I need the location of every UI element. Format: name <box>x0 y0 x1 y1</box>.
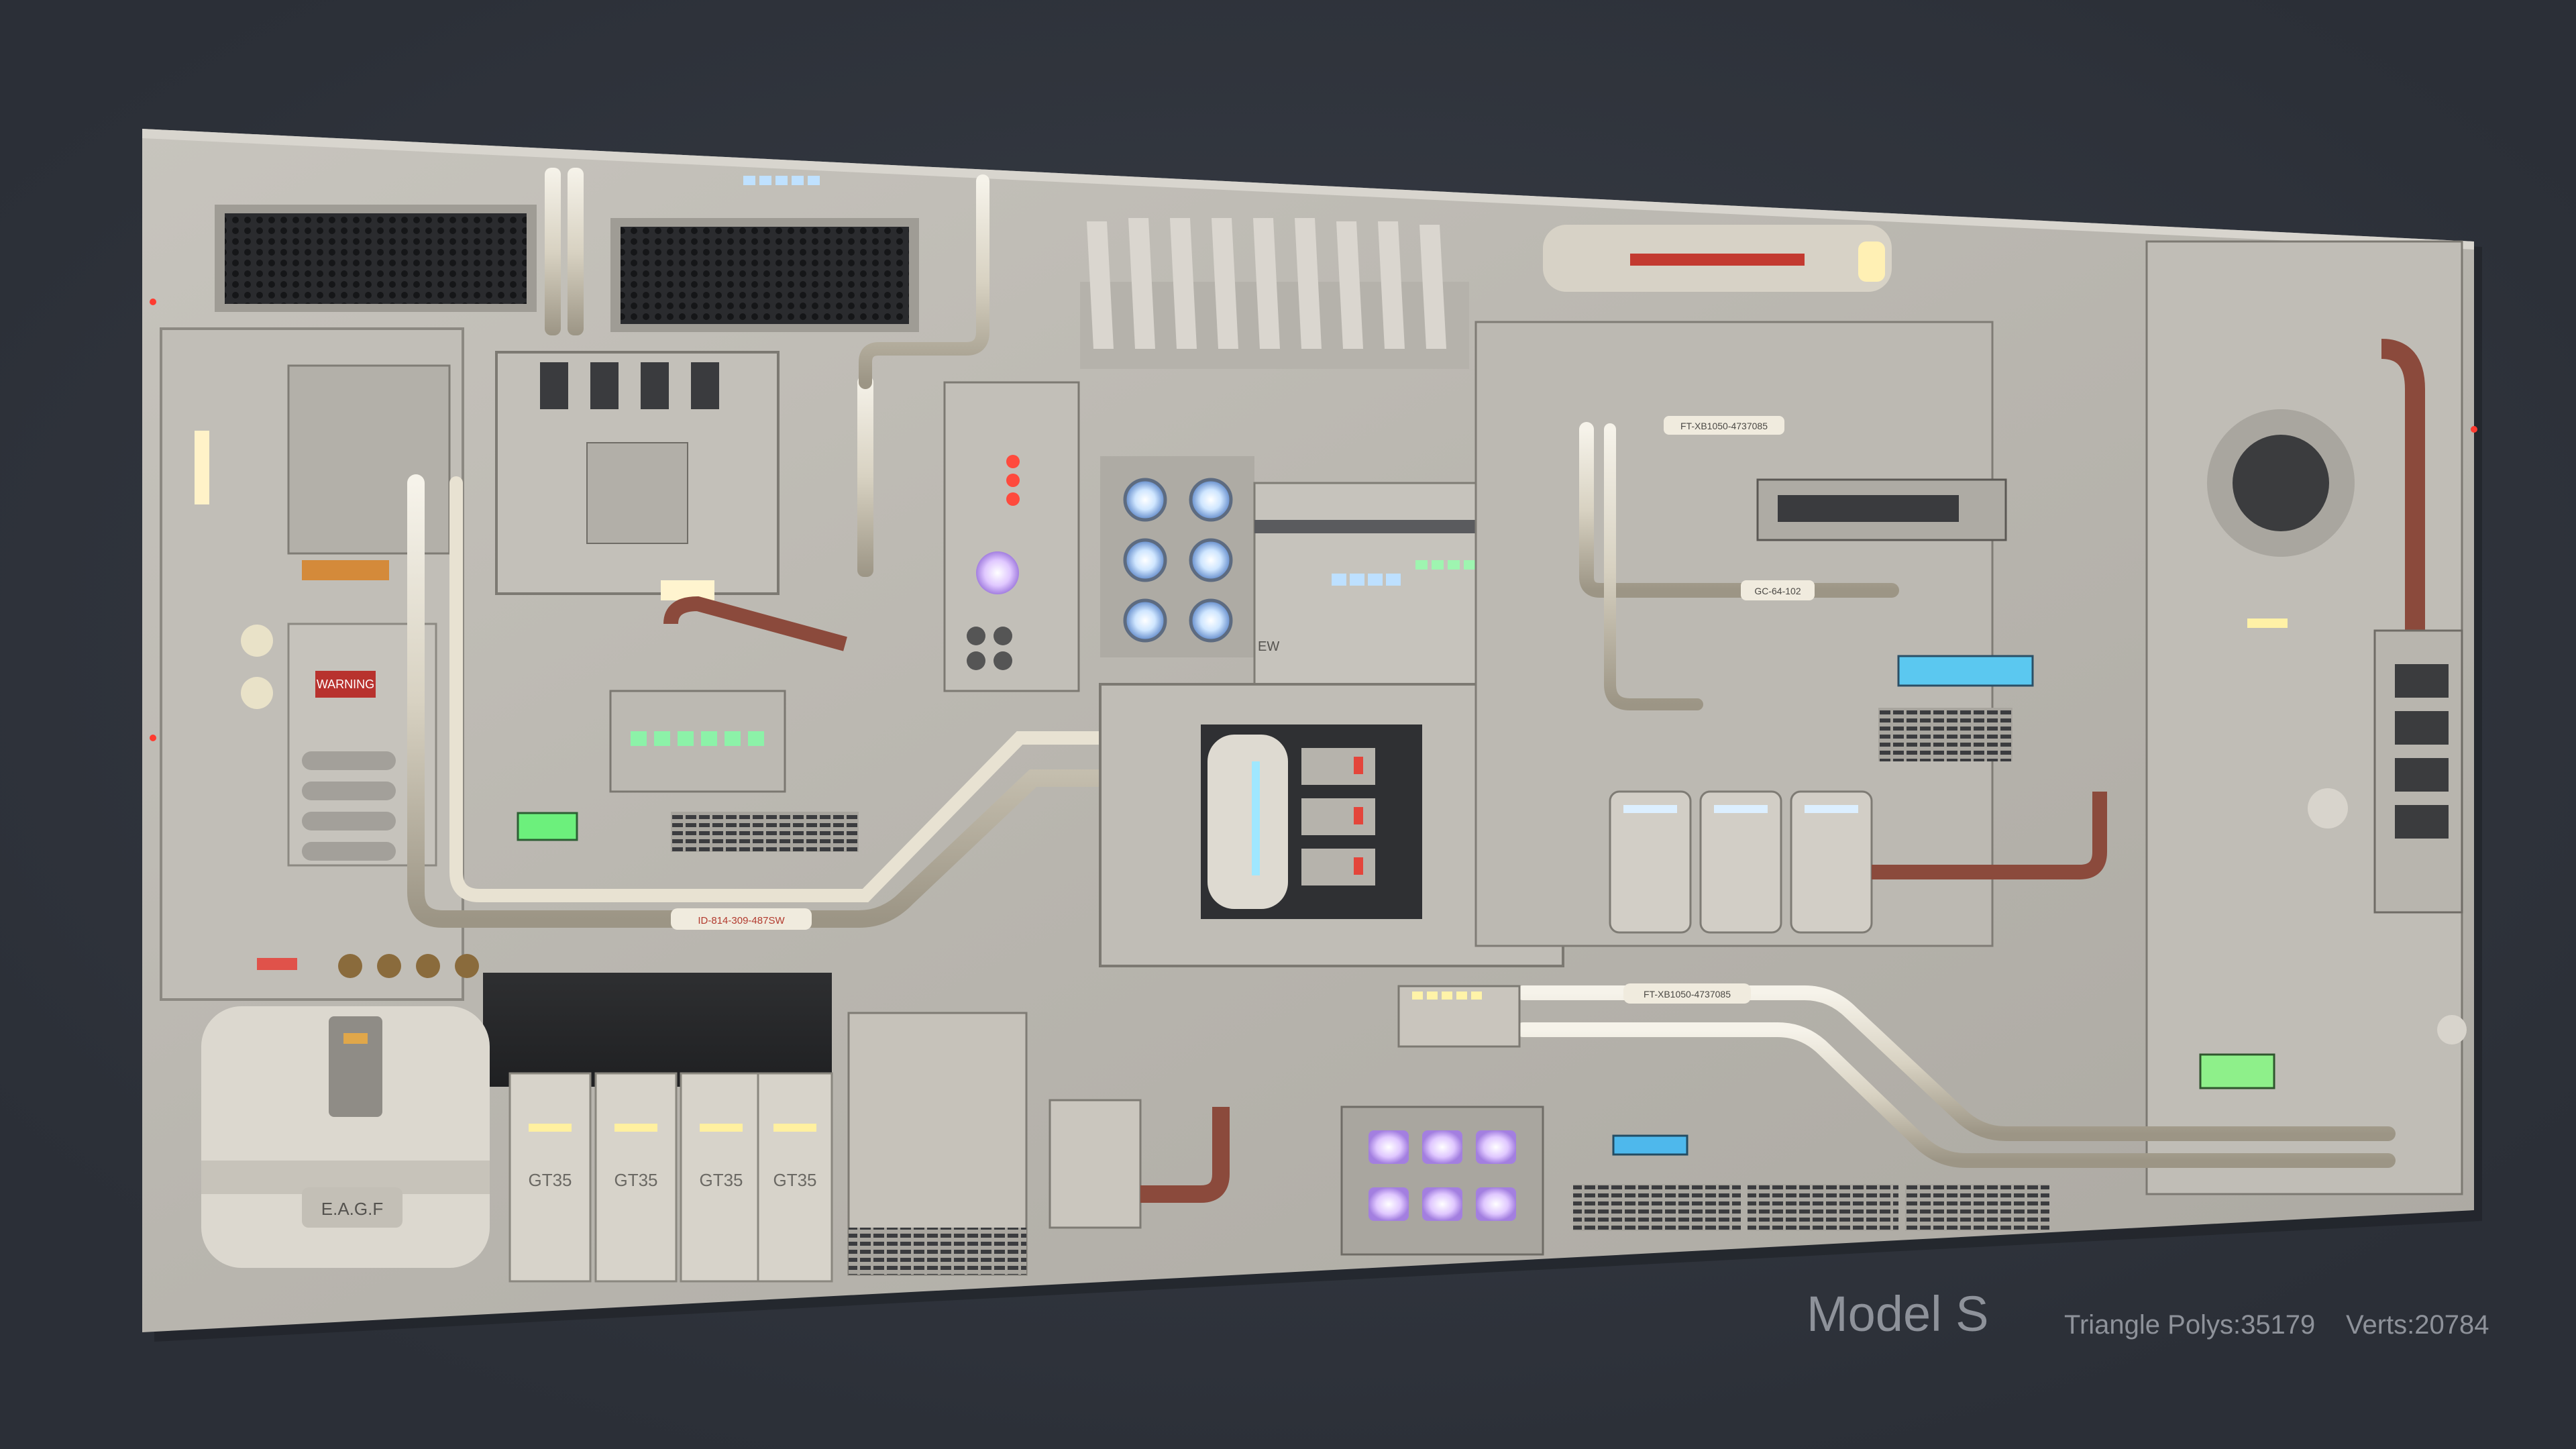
red-led-frame <box>943 381 1080 692</box>
purple-grid-plate <box>1340 1106 1544 1256</box>
panel-top-edge <box>142 129 2474 250</box>
bottom-right-trays <box>1573 1184 2049 1231</box>
pipes-left: ID-814-309-487SW <box>407 174 1189 930</box>
capsule-glow-end <box>1858 241 1885 282</box>
top-left-section <box>215 168 919 335</box>
pipe-lower-loop <box>407 474 1189 928</box>
svg-text:GT35: GT35 <box>528 1170 572 1190</box>
blue-indicator-row <box>1332 574 1401 586</box>
triangle-count: Triangle Polys:35179 <box>2064 1310 2316 1340</box>
orange-vent-box <box>1049 1099 1142 1229</box>
cyan-screen <box>1897 655 2034 687</box>
svg-text:GT35: GT35 <box>773 1170 816 1190</box>
copper-pipe-bottom <box>1140 1107 1230 1203</box>
hex-mesh-right <box>621 227 909 324</box>
blue-led-row <box>743 176 820 185</box>
cylinder-brand: E.A.G.F <box>321 1199 383 1219</box>
orange-label <box>302 560 389 580</box>
pipe-lower-1 <box>1515 985 2396 1141</box>
cylinder-glow <box>1252 761 1260 875</box>
red-switches <box>1301 748 1375 885</box>
button-cluster <box>967 627 1012 670</box>
green-display <box>517 812 578 841</box>
heat-sink-fins <box>1087 218 1446 349</box>
warning-sign <box>315 671 376 698</box>
heat-sink <box>1080 218 1469 369</box>
edge-red-lights <box>150 299 2477 741</box>
slot-bank-left <box>302 751 396 861</box>
knob-right-1 <box>2308 788 2348 828</box>
brass-fittings <box>338 954 479 978</box>
warning-text: WARNING <box>317 678 374 691</box>
vertical-pipe-1 <box>545 168 561 335</box>
green-lcd-right <box>2199 1053 2275 1089</box>
blue-button-grid <box>1100 456 1254 657</box>
yellow-led-strip <box>2247 619 2288 628</box>
knob-right-2 <box>2437 1015 2467 1044</box>
vertex-count: Verts:20784 <box>2346 1310 2489 1340</box>
cylinder-connector-orange <box>343 1033 368 1044</box>
console-green-buttons <box>631 731 764 746</box>
knob-left-2 <box>241 677 273 709</box>
copper-pipe-right <box>1872 792 2107 879</box>
pipe-id-tag <box>671 908 812 930</box>
perforated-vent <box>671 812 859 852</box>
purple-button <box>976 551 1019 594</box>
gc-tag-text: GC-64-102 <box>1754 586 1801 596</box>
gt-crates: GT35 GT35 GT35 GT35 <box>508 1072 833 1283</box>
triple-pods <box>1609 790 1873 934</box>
blue-lcd-lower <box>1612 1134 1688 1156</box>
cylinder-connector <box>329 1016 382 1117</box>
warning-crate-vent <box>849 1228 1026 1275</box>
svg-text:GT35: GT35 <box>699 1170 743 1190</box>
processor-box <box>495 351 780 600</box>
hex-mesh-left <box>225 213 527 304</box>
cylinder-face-plate <box>302 1187 402 1228</box>
processor-vents <box>540 362 719 409</box>
yellow-leds <box>1412 991 1482 1000</box>
pipe-id-text: ID-814-309-487SW <box>698 915 785 926</box>
left-module: WARNING <box>160 327 479 1001</box>
capsule-stripe <box>1630 254 1805 266</box>
processor-label-plate <box>586 442 688 544</box>
processor-glow-tab <box>661 580 714 600</box>
slot-rail <box>1254 520 1543 533</box>
vertical-pipe-2 <box>568 168 584 335</box>
pipe-right-bend-2 <box>1604 423 1703 710</box>
pipe-top-hook <box>859 174 989 389</box>
cassette-window <box>1778 495 1959 522</box>
ft-tag-1 <box>1623 983 1751 1004</box>
knob-left-1 <box>241 625 273 657</box>
red-led-unit <box>943 381 1080 692</box>
svg-text:GT35: GT35 <box>614 1170 657 1190</box>
ft-tag-1-text: FT-XB1050-4737085 <box>1644 989 1731 1000</box>
ew-label: EW <box>1258 639 1279 654</box>
fin-block <box>1878 708 2012 761</box>
ft-tag-2 <box>1664 416 1784 435</box>
bottom-left: E.A.G.F GT35 GT35 GT35 GT35 <box>201 973 1230 1283</box>
model-title: Model S <box>1807 1286 1989 1342</box>
lower-pipes: FT-XB1050-4737085 FT-XB1050-4737085 <box>1397 416 2396 1168</box>
copper-pipe-upper <box>663 596 847 651</box>
pipe-lower-2 <box>1515 1022 2396 1168</box>
control-box <box>287 364 451 555</box>
green-console <box>517 690 859 852</box>
pipe-upper-loop <box>449 476 1187 902</box>
cylinder <box>1208 735 1288 909</box>
vertical-pipe-center <box>857 376 873 577</box>
pipe-right-bend <box>1579 422 1899 598</box>
ft-tag-2-text: FT-XB1050-4737085 <box>1680 421 1768 431</box>
fan-grille <box>2233 435 2329 531</box>
left-glow-strip <box>195 431 209 504</box>
gc-tag <box>1741 580 1815 600</box>
purple-button-grid <box>1340 1106 1544 1256</box>
white-cylinder <box>201 1006 490 1268</box>
copper-pipe-vertical <box>2381 339 2425 631</box>
red-indicator <box>257 958 297 970</box>
far-right-module <box>2145 240 2467 1195</box>
dark-vent-bay <box>483 973 832 1087</box>
